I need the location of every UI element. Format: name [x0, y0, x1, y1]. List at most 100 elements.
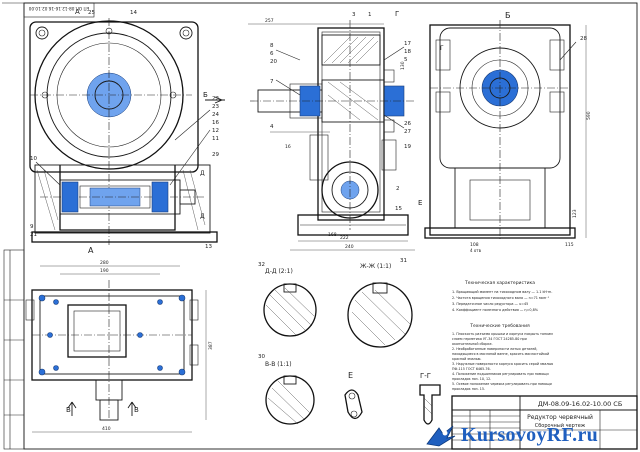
view-a-top-label: А: [75, 8, 80, 16]
dim-190: 190: [100, 268, 109, 274]
dim-123: 123: [572, 209, 578, 218]
callout-24: 24: [212, 112, 219, 118]
cut-b-left-label: Б: [203, 91, 208, 99]
leader-lines: [35, 41, 577, 186]
dim-108: 108: [470, 242, 479, 248]
watermark: KursovoyRF.ru: [421, 422, 636, 450]
callout-8: 8: [270, 43, 274, 49]
callout-21: 21: [30, 232, 37, 238]
callout-7: 7: [270, 79, 274, 85]
tech-req-line-12: прокладок поз. 15.: [452, 387, 485, 391]
callout-5: 5: [404, 57, 408, 63]
cut-d-top-label: Д: [200, 170, 205, 177]
tech-spec-heading: Техническая характеристика: [464, 280, 535, 286]
left-margin-strip: [3, 249, 25, 450]
callout-30: 30: [258, 354, 265, 360]
callout-9: 9: [30, 224, 34, 230]
section-gg: [419, 384, 441, 425]
cut-g-left-label: Г: [395, 10, 399, 18]
title-name-line-2: Сборочный чертеж: [535, 422, 586, 429]
callout-20: 20: [270, 59, 277, 65]
dim-257: 257: [265, 18, 274, 24]
section-vv-label: В-В (1:1): [265, 361, 292, 368]
section-zhzh-label: Ж-Ж (1:1): [360, 263, 391, 270]
callout-15: 15: [395, 206, 402, 212]
callout-23: 23: [212, 104, 219, 110]
callout-19: 19: [404, 144, 411, 150]
dim-115: 115: [565, 242, 574, 248]
title-block: [451, 395, 638, 450]
callout-17: 17: [404, 41, 411, 47]
tech-req-line-10: прокладок поз. 10, 12.: [452, 377, 491, 381]
cut-d-bottom-label: Д: [200, 213, 205, 220]
callout-31: 31: [400, 258, 407, 264]
doc-code: ДМ-08.09-16.02-10.00 СБ: [538, 400, 623, 408]
dim-4otv: 4 отв: [470, 248, 482, 253]
title-name-line-1: Редуктор червячный: [527, 414, 593, 421]
dim-387: 387: [208, 341, 214, 350]
tech-req-line-11: 5. Осевое положение червяка регулировать…: [452, 382, 552, 386]
callouts: 25 15 3 1 17 18 5 6 20 7 22 23 24 16 12 …: [30, 10, 587, 360]
callout-26: 26: [404, 121, 411, 127]
tech-req-line-8: ПФ-115 ГОСТ 6465-76.: [452, 367, 491, 371]
tech-spec-line-4: 4. Коэффициент полезного действия — η=0,…: [452, 308, 539, 312]
dim-130: 130: [400, 61, 406, 70]
tech-req-line-5: находящиеся в масляной ванне, красить ма…: [452, 352, 549, 356]
view-b-side-label: Б: [505, 11, 511, 20]
callout-10: 10: [30, 156, 37, 162]
callout-32: 32: [258, 262, 265, 268]
dim-16: 16: [285, 144, 291, 150]
callout-28: 28: [580, 36, 587, 42]
callout-14: 14: [130, 10, 137, 16]
cut-v-right-label: В: [134, 406, 139, 414]
tech-req-line-7: 3. Наружные поверхности корпуса красить …: [452, 362, 553, 366]
tech-spec-line-3: 3. Передаточное число редуктора — u=45: [452, 302, 528, 306]
front-view: [29, 18, 225, 245]
dim-240: 240: [345, 244, 354, 250]
tech-req-line-2: слоем герметика УГ-34 ГОСТ 24285-80 при: [452, 337, 527, 341]
view-e: [344, 389, 363, 420]
dim-168: 168: [328, 232, 337, 238]
watermark-logo-icon: [426, 425, 456, 447]
callout-6: 6: [270, 51, 274, 57]
tech-spec-line-1: 1. Вращающий момент на тихоходном валу —…: [452, 290, 552, 294]
top-stamp: [23, 2, 95, 18]
callout-12: 12: [212, 128, 219, 134]
tech-req-line-1: 1. Плоскость разъема крышки и корпуса по…: [452, 332, 553, 336]
sheet-frame: [23, 2, 638, 450]
callout-11: 11: [212, 136, 219, 142]
cut-v-left-label: В: [66, 406, 71, 414]
callout-18: 18: [404, 49, 411, 55]
callout-1: 1: [368, 12, 372, 18]
callout-4: 4: [270, 124, 274, 130]
dim-280: 280: [100, 260, 109, 266]
tech-req-heading: Технические требования: [469, 323, 530, 329]
view-e-label: Е: [348, 371, 353, 380]
callout-22: 22: [212, 96, 219, 102]
callout-2: 2: [396, 186, 400, 192]
tech-req-line-6: красной эмалью.: [452, 357, 481, 361]
section-view: [250, 20, 415, 236]
dim-590: 590: [586, 111, 592, 120]
dim-410: 410: [102, 426, 111, 432]
callout-3: 3: [352, 12, 356, 18]
section-dd: [263, 283, 317, 337]
cut-g-right-label: Г: [440, 45, 444, 52]
plan-view: [25, 280, 199, 421]
view-a-label: А: [88, 246, 94, 255]
tech-req-line-4: 2. Необработанные поверхности литых дета…: [452, 347, 537, 351]
section-gg-label: Г-Г: [420, 372, 431, 380]
dim-222: 222: [340, 235, 349, 241]
section-vv: [265, 375, 315, 425]
callout-27: 27: [404, 129, 411, 135]
callout-16: 16: [212, 120, 219, 126]
section-zhzh: [347, 282, 413, 348]
tech-spec-line-2: 2. Частота вращения тихоходного вала — n…: [452, 296, 550, 300]
callout-25: 25: [88, 10, 95, 16]
section-dd-label: Д-Д (2:1): [265, 268, 293, 275]
cut-e-label: Е: [418, 199, 422, 207]
callout-29: 29: [212, 152, 219, 158]
tech-req-line-3: окончательной сборке.: [452, 342, 493, 346]
